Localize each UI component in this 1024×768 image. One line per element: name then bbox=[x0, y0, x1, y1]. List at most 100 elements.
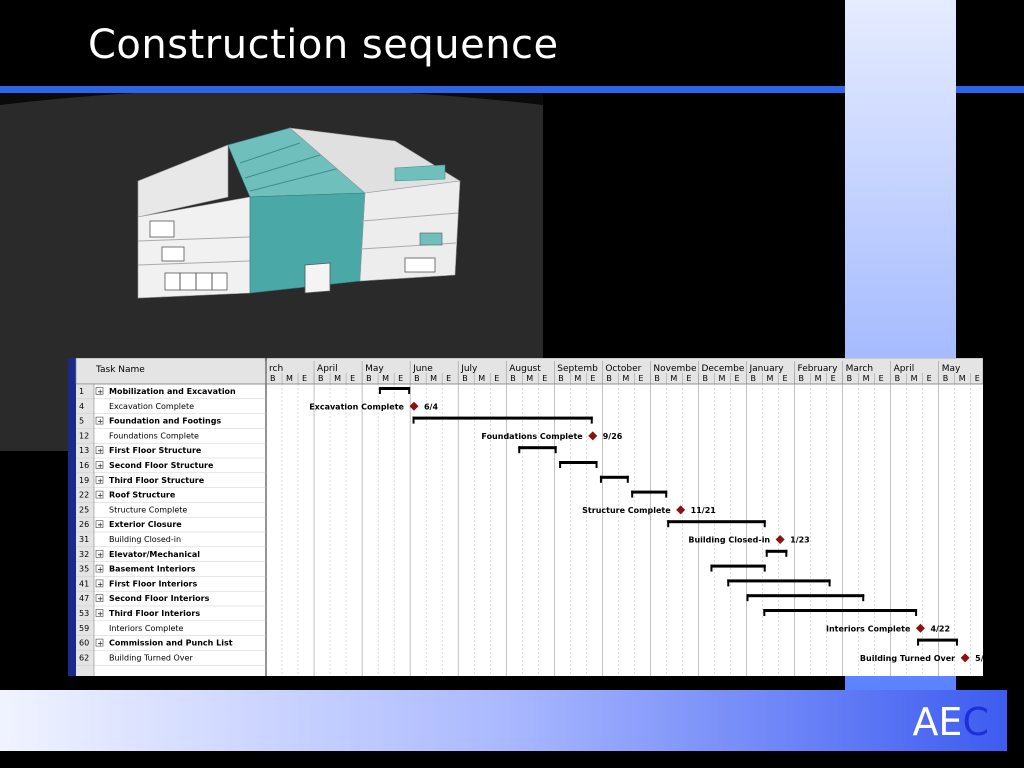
period-label: M bbox=[430, 374, 437, 383]
summary-bar-cap-left bbox=[727, 579, 730, 587]
period-label: M bbox=[526, 374, 533, 383]
milestone-label: Interiors Complete bbox=[826, 624, 911, 633]
summary-bar bbox=[412, 416, 593, 420]
period-label: M bbox=[286, 374, 293, 383]
expand-toggle bbox=[95, 594, 104, 602]
period-label: B bbox=[270, 374, 276, 383]
task-id: 22 bbox=[79, 491, 89, 500]
month-label: April bbox=[317, 364, 338, 374]
period-label: B bbox=[414, 374, 420, 383]
task-id: 1 bbox=[79, 387, 84, 396]
period-label: E bbox=[879, 374, 884, 383]
task-name: Exterior Closure bbox=[109, 520, 182, 529]
period-label: E bbox=[494, 374, 499, 383]
task-id: 47 bbox=[79, 594, 89, 603]
expand-toggle bbox=[95, 550, 104, 558]
task-name: Third Floor Structure bbox=[109, 476, 205, 485]
footer-band: AEC bbox=[0, 690, 1007, 751]
task-name: First Floor Structure bbox=[109, 446, 202, 455]
milestone-label: Structure Complete bbox=[582, 506, 671, 515]
period-label: M bbox=[334, 374, 341, 383]
expand-toggle bbox=[95, 638, 104, 647]
summary-bar bbox=[599, 475, 629, 479]
summary-bar bbox=[559, 461, 598, 464]
expand-toggle bbox=[95, 579, 104, 588]
milestone-diamond bbox=[676, 505, 686, 515]
expand-plus: + bbox=[97, 521, 103, 529]
summary-bar-cap-left bbox=[763, 609, 766, 616]
expand-toggle bbox=[95, 416, 104, 425]
task-name: Second Floor Interiors bbox=[109, 594, 210, 603]
month-label: rch bbox=[269, 364, 283, 374]
expand-toggle bbox=[95, 520, 104, 528]
task-id: 59 bbox=[79, 624, 89, 633]
period-label: B bbox=[510, 374, 516, 383]
milestone-date: 6/4 bbox=[424, 402, 438, 411]
period-label: B bbox=[558, 374, 564, 383]
expand-toggle bbox=[95, 564, 104, 573]
month-label: Septemb bbox=[557, 364, 598, 374]
summary-bar bbox=[727, 579, 831, 583]
summary-bar bbox=[746, 594, 865, 598]
summary-bar-cap-left bbox=[599, 475, 602, 483]
task-name: Foundations Complete bbox=[109, 431, 199, 440]
task-name: Second Floor Structure bbox=[109, 461, 214, 470]
period-label: B bbox=[943, 374, 949, 383]
expand-toggle bbox=[95, 476, 104, 484]
milestone-diamond bbox=[915, 623, 925, 633]
task-id: 31 bbox=[79, 535, 89, 544]
expand-plus: + bbox=[97, 566, 103, 574]
summary-bar-cap-left bbox=[667, 520, 670, 528]
logo-c: C bbox=[962, 700, 989, 744]
summary-bar-cap-right bbox=[665, 490, 668, 498]
period-label: B bbox=[462, 374, 468, 383]
milestone-diamond bbox=[775, 535, 785, 544]
task-id: 60 bbox=[79, 639, 89, 648]
task-name: Structure Complete bbox=[109, 505, 187, 514]
period-label: B bbox=[751, 374, 757, 383]
period-label: M bbox=[478, 374, 485, 383]
period-label: B bbox=[799, 374, 805, 383]
task-name: First Floor Interiors bbox=[109, 579, 198, 588]
period-label: E bbox=[638, 374, 643, 383]
task-id: 25 bbox=[79, 505, 89, 514]
task-id: 41 bbox=[79, 579, 89, 588]
summary-bar-cap-left bbox=[746, 594, 749, 602]
header-bar bbox=[75, 358, 983, 385]
period-label: B bbox=[654, 374, 660, 383]
month-label: January bbox=[749, 364, 785, 374]
summary-bar-cap-right bbox=[955, 638, 958, 646]
period-label: E bbox=[783, 374, 788, 383]
summary-bar-cap-right bbox=[595, 461, 598, 468]
task-id: 13 bbox=[79, 446, 89, 455]
milestone-date: 11/21 bbox=[691, 506, 717, 515]
summary-bar bbox=[667, 520, 766, 524]
task-name: Foundation and Footings bbox=[109, 417, 221, 426]
month-label: February bbox=[798, 364, 839, 374]
summary-bar bbox=[378, 387, 411, 390]
expand-plus: + bbox=[97, 551, 103, 559]
task-name: Mobilization and Excavation bbox=[109, 387, 236, 396]
period-label: M bbox=[718, 374, 725, 383]
slide-title: Construction sequence bbox=[88, 22, 559, 68]
period-label: M bbox=[574, 374, 581, 383]
summary-bar-cap-right bbox=[554, 446, 557, 454]
aec-logo: AEC bbox=[912, 700, 989, 744]
milestone-date: 9/26 bbox=[603, 432, 623, 441]
milestone-label: Foundations Complete bbox=[481, 432, 583, 441]
task-name: Elevator/Mechanical bbox=[109, 550, 200, 559]
expand-toggle bbox=[95, 446, 104, 454]
task-id: 53 bbox=[79, 609, 89, 618]
title-underline bbox=[0, 86, 1024, 93]
period-label: E bbox=[350, 374, 355, 383]
milestone-date: 4/22 bbox=[930, 624, 950, 633]
row-id-column bbox=[76, 384, 94, 676]
task-name: Basement Interiors bbox=[109, 565, 196, 574]
summary-bar-cap-right bbox=[763, 564, 766, 572]
summary-bar bbox=[710, 564, 766, 568]
task-id: 35 bbox=[79, 565, 89, 574]
expand-plus: + bbox=[97, 477, 103, 485]
period-label: E bbox=[446, 374, 451, 383]
task-id: 16 bbox=[79, 461, 89, 470]
